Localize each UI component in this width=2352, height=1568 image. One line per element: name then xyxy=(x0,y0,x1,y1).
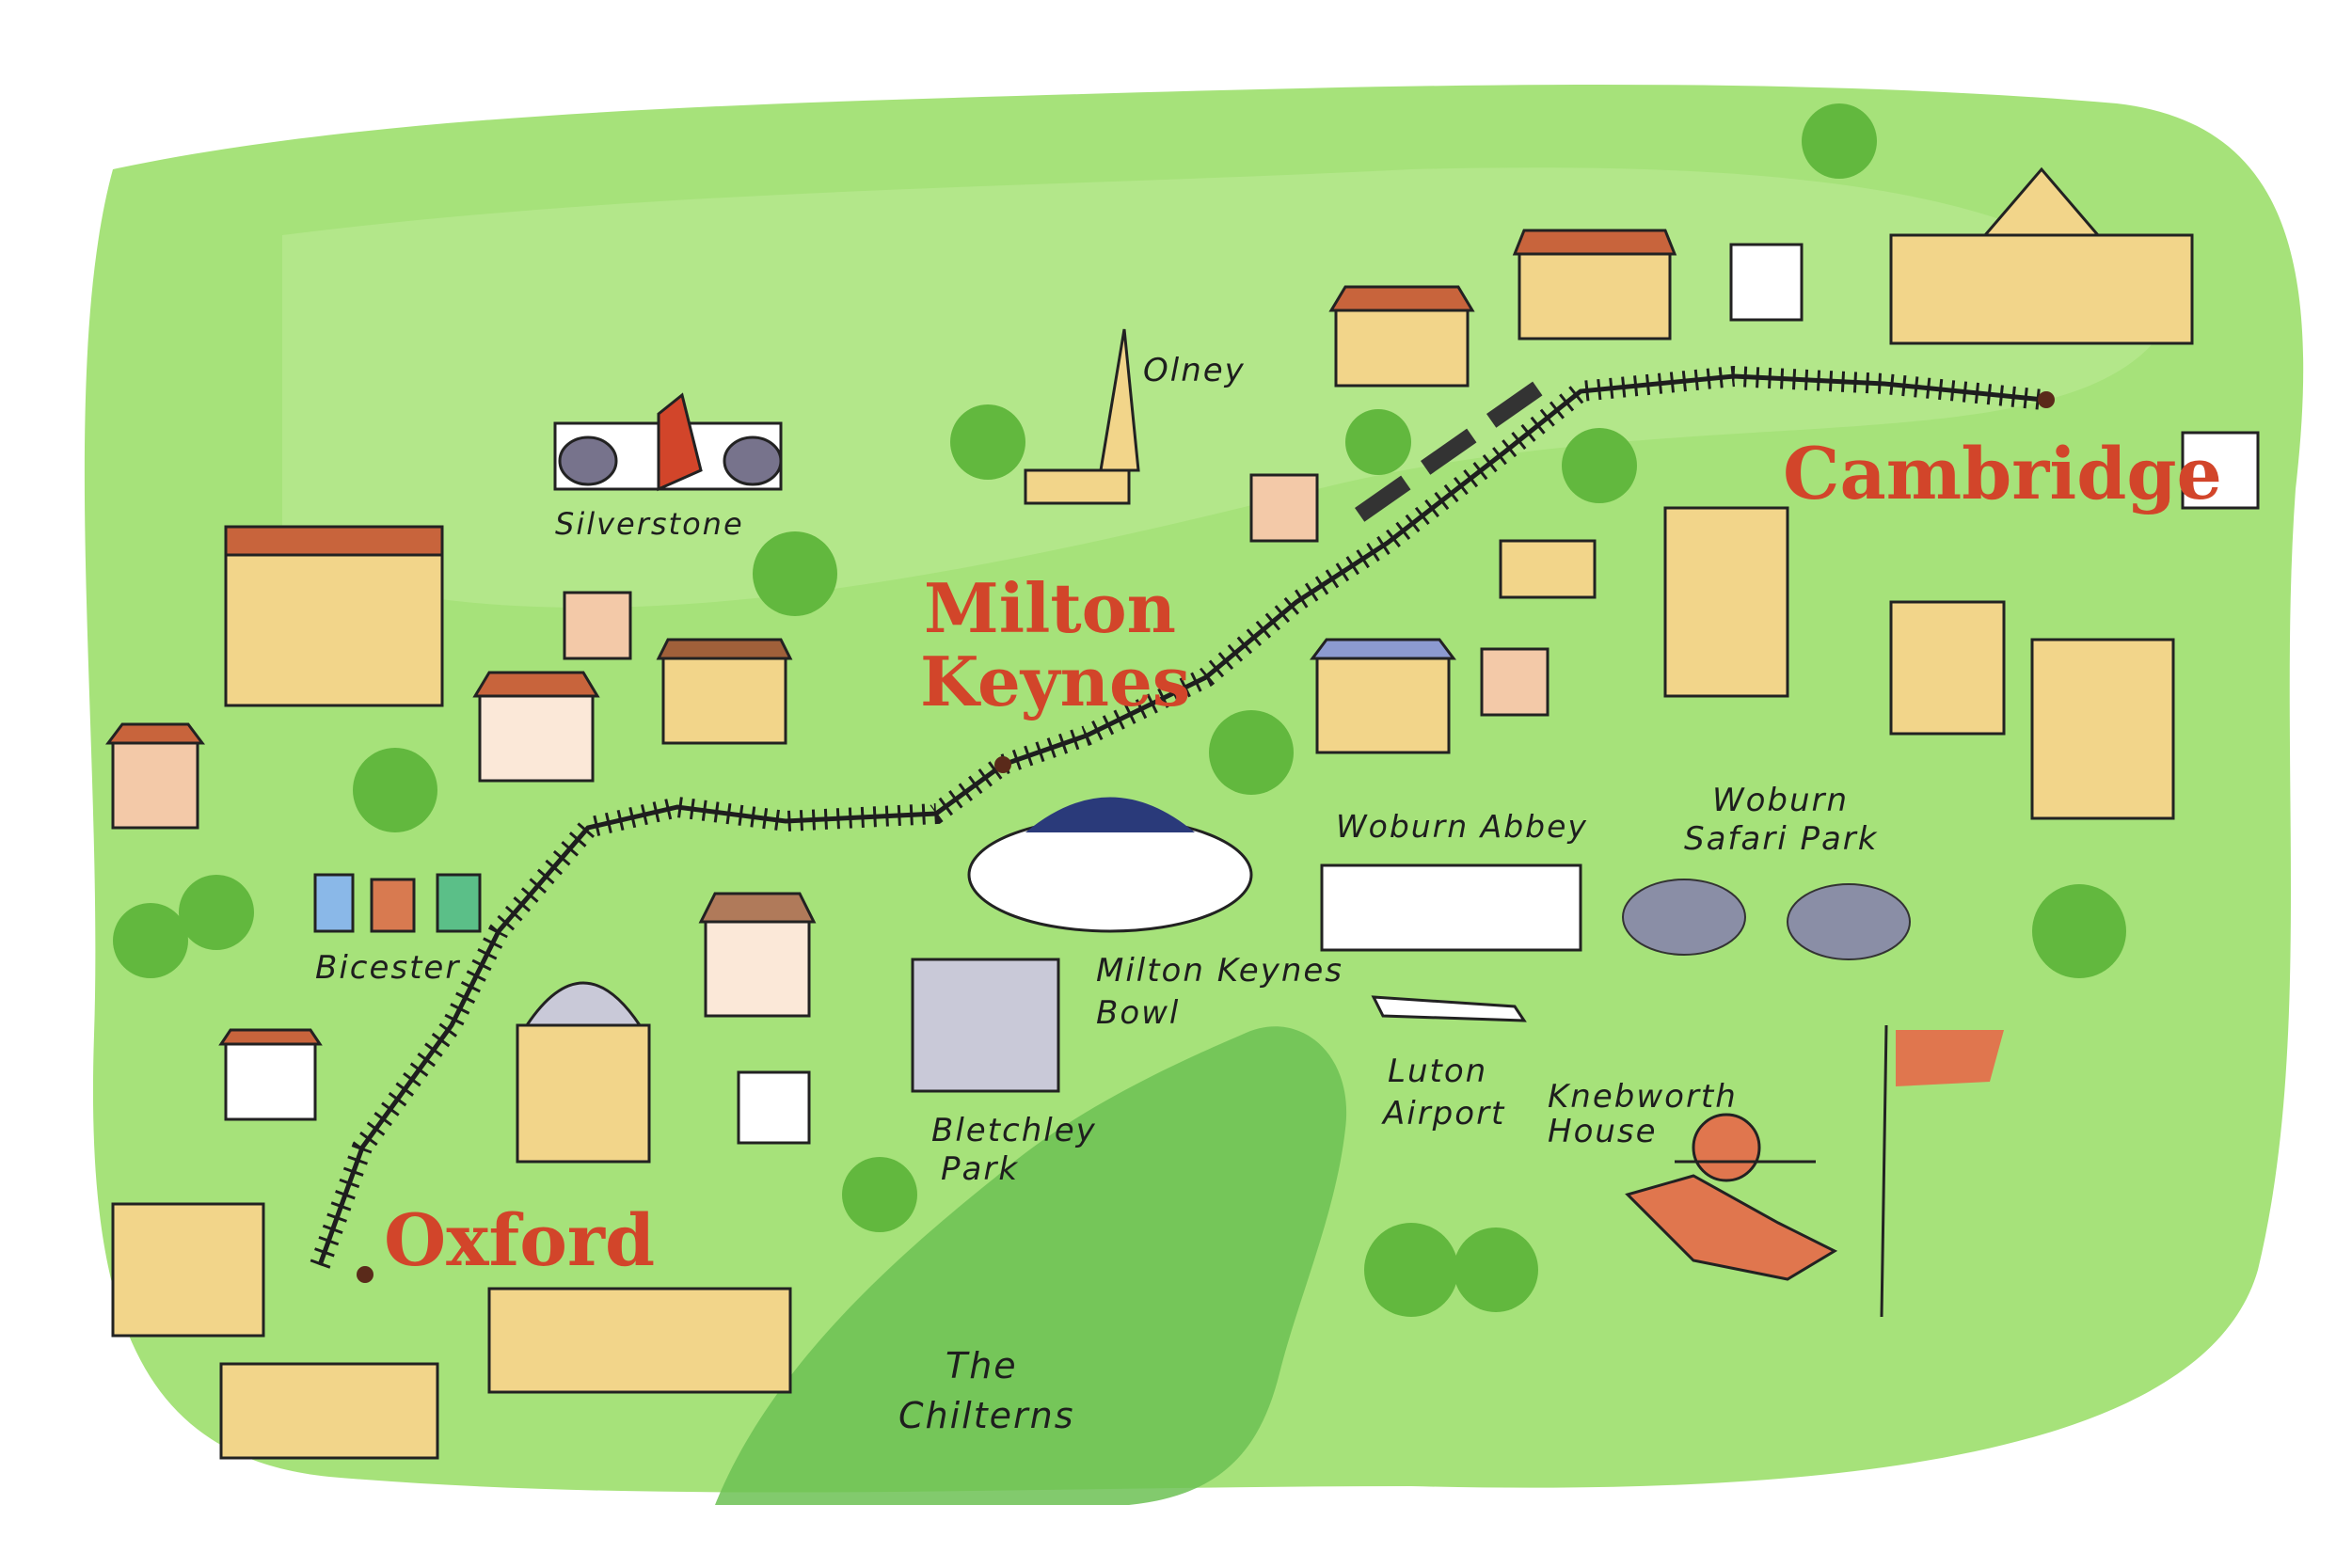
city-label-cambridge: Cambridge xyxy=(1783,432,2222,515)
race-car-icon xyxy=(553,392,783,492)
label-chilterns-1: The xyxy=(946,1345,1018,1386)
chilterns-hills xyxy=(715,1026,1347,1505)
label-woburn-safari-1: Woburn xyxy=(1712,782,1849,819)
railway-line xyxy=(310,365,2045,1269)
knight-on-horse-icon xyxy=(1625,1113,1838,1281)
city-label-milton-keynes-line2: Keynes xyxy=(920,641,1190,721)
elephant-icon xyxy=(1622,879,1911,960)
label-silverstone: Silverstone xyxy=(555,506,744,542)
label-knebworth-1: Knebworth xyxy=(1548,1078,1738,1116)
city-label-oxford: Oxford xyxy=(384,1198,655,1282)
enigma-machine-icon xyxy=(911,958,1060,1093)
train-icon xyxy=(1355,381,1543,522)
mk-station-dot xyxy=(994,756,1011,773)
flag-icon xyxy=(1880,1024,2004,1318)
tree-icon xyxy=(113,103,2126,1317)
airplane-icon xyxy=(1371,995,1527,1022)
label-mk-bowl-1: Milton Keynes xyxy=(1096,952,1343,990)
label-bletchley-1: Bletchley xyxy=(931,1112,1097,1149)
radcliffe-camera-icon xyxy=(516,981,651,1164)
label-woburn-safari-2: Safari Park xyxy=(1684,820,1878,858)
concert-bowl-icon xyxy=(967,797,1253,933)
oxford-station-dot xyxy=(357,1266,373,1283)
college-icon xyxy=(111,166,2260,1460)
label-woburn-abbey: Woburn Abbey xyxy=(1336,808,1588,845)
house-icon xyxy=(105,229,1804,1145)
label-bicester: Bicester xyxy=(315,949,460,987)
city-label-milton-keynes-line1: Milton xyxy=(924,568,1176,648)
label-bletchley-2: Park xyxy=(941,1150,1019,1188)
label-luton-2: Airport xyxy=(1381,1095,1505,1132)
land-shading xyxy=(282,167,2164,608)
label-chilterns-2: Chilterns xyxy=(898,1395,1075,1436)
label-luton-1: Luton xyxy=(1388,1053,1487,1090)
woburn-abbey-icon xyxy=(1320,863,1582,952)
shopping-bags-icon xyxy=(313,873,482,933)
label-knebworth-2: House xyxy=(1548,1113,1658,1150)
cambridge-station-dot xyxy=(2038,391,2055,408)
label-olney: Olney xyxy=(1143,352,1246,389)
church-icon xyxy=(1024,328,1140,505)
label-mk-bowl-2: Bowl xyxy=(1096,994,1180,1032)
